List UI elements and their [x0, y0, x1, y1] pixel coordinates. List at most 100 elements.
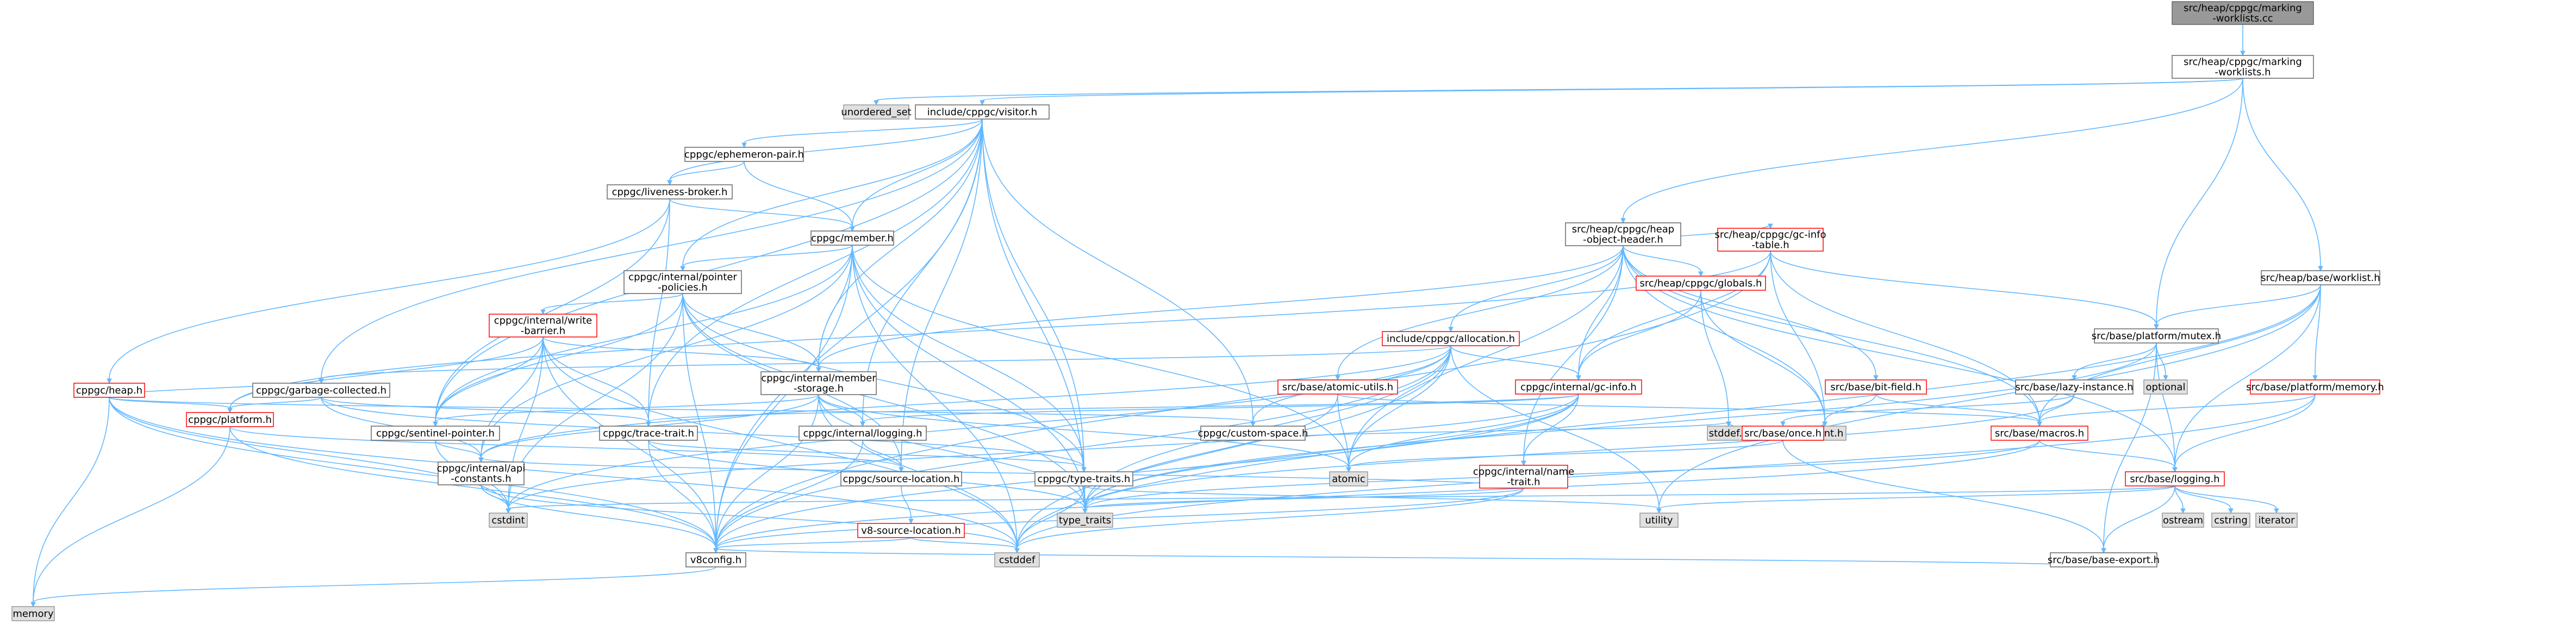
- node-gc-info-table[interactable]: src/heap/cppgc/gc-info-table.h: [1714, 228, 1826, 252]
- node-box: [2255, 513, 2298, 528]
- edge-line: [33, 426, 230, 603]
- node-root: src/heap/cppgc/marking-worklists.cc: [2172, 1, 2314, 25]
- edge-line: [1016, 284, 2321, 549]
- edge-line: [229, 397, 322, 409]
- edge-arrowhead: [899, 467, 904, 473]
- node-box: [2125, 471, 2225, 486]
- node-heap[interactable]: cppgc/heap.h: [73, 383, 145, 398]
- edge-line: [682, 293, 1084, 468]
- edge-line: [982, 118, 1253, 422]
- edge-arrowhead: [540, 309, 546, 315]
- node-base-logging[interactable]: src/base/logging.h: [2125, 471, 2225, 486]
- node-member[interactable]: cppgc/member.h: [810, 230, 894, 246]
- node-gc-info[interactable]: cppgc/internal/gc-info.h: [1515, 379, 1642, 395]
- node-box: [1034, 471, 1133, 486]
- node-write-barrier[interactable]: cppgc/internal/write-barrier.h: [489, 314, 597, 338]
- node-visitor[interactable]: include/cppgc/visitor.h: [915, 104, 1050, 120]
- node-atomic-utils[interactable]: src/base/atomic-utils.h: [1277, 379, 1398, 395]
- node-worklist[interactable]: src/heap/base/worklist.h: [2261, 270, 2380, 285]
- edge-line: [852, 245, 1086, 509]
- node-box: [489, 314, 597, 338]
- edge-arrowhead: [1346, 467, 1351, 473]
- node-trace-trait[interactable]: cppgc/trace-trait.h: [599, 426, 698, 441]
- node-label: cstdint: [491, 515, 525, 526]
- edge-line: [1348, 345, 1451, 468]
- node-box: [1825, 379, 1927, 395]
- node-name-trait[interactable]: cppgc/internal/name-trait.h: [1473, 465, 1574, 489]
- node-source-loc[interactable]: cppgc/source-location.h: [840, 471, 962, 486]
- edge-line: [715, 245, 853, 549]
- node-label: -policies.h: [658, 282, 707, 294]
- edge-source_loc-to-v8_source_loc: [901, 485, 914, 525]
- node-heap-obj[interactable]: src/heap/cppgc/heap-object-header.h: [1565, 222, 1681, 246]
- node-box: [2015, 379, 2134, 395]
- node-label: cppgc/type-traits.h: [1038, 473, 1131, 485]
- edge-line: [2039, 394, 2075, 422]
- node-api-const[interactable]: cppgc/internal/api-constants.h: [437, 461, 526, 485]
- edge-line: [2174, 485, 2231, 509]
- node-platform[interactable]: cppgc/platform.h: [186, 412, 274, 427]
- node-ephemeron[interactable]: cppgc/ephemeron-pair.h: [684, 147, 804, 162]
- node-lazy-instance[interactable]: src/base/lazy-instance.h: [2015, 379, 2134, 395]
- node-box: [1329, 471, 1368, 486]
- node-label: -trait.h: [1507, 477, 1540, 488]
- edge-line: [1084, 394, 1338, 509]
- edge-gc_info_table-to-stdint: [1770, 251, 1827, 427]
- edge-line: [876, 78, 2243, 101]
- node-sentinel[interactable]: cppgc/sentinel-pointer.h: [371, 426, 500, 441]
- node-mw-h[interactable]: src/heap/cppgc/marking-worklists.h: [2172, 55, 2314, 79]
- edge-line: [715, 118, 983, 549]
- edge-heap-to-custom_space: [109, 397, 1256, 427]
- node-liveness[interactable]: cppgc/liveness-broker.h: [607, 184, 733, 199]
- edge-line: [1578, 245, 1624, 376]
- node-label: src/base/macros.h: [1995, 428, 2084, 439]
- edge-arrowhead: [1656, 508, 1662, 514]
- edge-line: [2156, 284, 2321, 325]
- node-once[interactable]: src/base/once.h: [1742, 426, 1824, 441]
- edge-line: [542, 293, 683, 310]
- edge-line: [982, 118, 1086, 509]
- node-label: cppgc/custom-space.h: [1198, 428, 1308, 439]
- node-label: cppgc/internal/write: [494, 315, 592, 327]
- node-label: ostream: [2163, 515, 2203, 526]
- node-v8config[interactable]: v8config.h: [685, 552, 746, 567]
- node-base-memory[interactable]: src/base/platform/memory.h: [2246, 379, 2384, 395]
- node-label: -worklists.cc: [2212, 13, 2273, 24]
- edge-arrowhead: [713, 548, 719, 554]
- edge-mw_h-to-worklist: [2242, 78, 2323, 272]
- node-optional: optional: [2143, 379, 2188, 395]
- node-box: [1479, 465, 1568, 489]
- edge-heap_obj-to-globals: [1623, 245, 1704, 277]
- edge-arrowhead: [1780, 421, 1786, 427]
- node-box: [371, 426, 500, 441]
- node-garbage[interactable]: cppgc/garbage-collected.h: [252, 383, 390, 398]
- node-base-export[interactable]: src/base/base-export.h: [2048, 552, 2160, 567]
- edge-heap_obj-to-member_storage: [816, 245, 1624, 373]
- edge-line: [852, 245, 1349, 468]
- node-box: [489, 513, 528, 528]
- node-macros[interactable]: src/base/macros.h: [1991, 426, 2088, 441]
- node-bit-field[interactable]: src/base/bit-field.h: [1825, 379, 1927, 395]
- node-logging[interactable]: cppgc/internal/logging.h: [799, 426, 927, 441]
- node-member-storage[interactable]: cppgc/internal/member-storage.h: [760, 371, 877, 395]
- edge-line: [1623, 78, 2243, 219]
- edge-line: [2039, 284, 2321, 422]
- edge-base_logging-to-iterator: [2174, 485, 2279, 514]
- node-box: [2172, 1, 2314, 25]
- edge-arrowhead: [2274, 508, 2279, 514]
- node-custom-space[interactable]: cppgc/custom-space.h: [1198, 426, 1308, 441]
- edge-line: [648, 440, 716, 549]
- node-allocation[interactable]: include/cppgc/allocation.h: [1382, 331, 1520, 346]
- node-pointer-pol[interactable]: cppgc/internal/pointer-policies.h: [623, 270, 742, 294]
- node-type-traits-h[interactable]: cppgc/type-traits.h: [1034, 471, 1133, 486]
- edge-line: [2174, 284, 2321, 468]
- edge-line: [862, 118, 983, 422]
- edge-line: [1623, 245, 1701, 272]
- edge-heap-to-memory: [30, 397, 110, 608]
- node-globals[interactable]: src/heap/cppgc/globals.h: [1636, 276, 1766, 291]
- edge-line: [542, 336, 819, 368]
- node-mutex[interactable]: src/base/platform/mutex.h: [2092, 328, 2221, 344]
- node-v8-source-loc[interactable]: v8-source-location.h: [857, 523, 965, 538]
- edge-arrowhead: [1698, 271, 1704, 277]
